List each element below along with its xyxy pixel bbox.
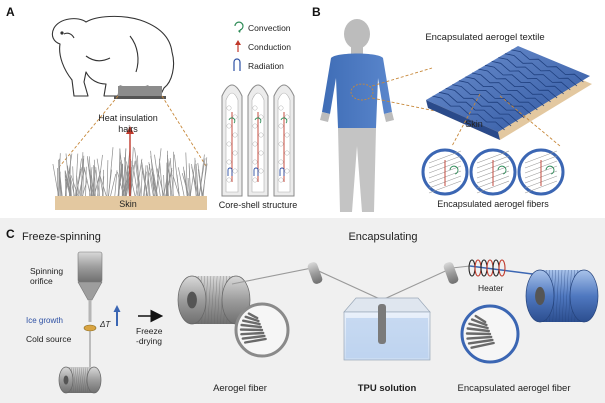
guide-roller-1 [307, 262, 323, 284]
aerogel-textile [426, 46, 592, 140]
conduction-icon-head [235, 40, 241, 45]
hairs-label-line2: hairs [118, 124, 138, 134]
heater-coil [468, 259, 506, 277]
bear-skin-sample [118, 86, 162, 96]
encapsulated-fiber-roll [525, 269, 599, 323]
convection-icon [234, 21, 244, 31]
person-zoom-line-bottom [371, 97, 441, 113]
aerogel-fiber-label: Aerogel fiber [213, 383, 267, 394]
encapsulated-fiber-section [460, 304, 520, 364]
person-zoom-circle [350, 83, 374, 101]
radiation-icon [233, 58, 241, 71]
skin-label-b: Skin [465, 119, 483, 129]
person-illustration [320, 19, 394, 212]
aerogel-fiber-section [234, 302, 290, 358]
bear-ground [114, 96, 166, 99]
tpu-solution-label: TPU solution [358, 383, 417, 394]
guide-roller-2 [443, 262, 459, 284]
encapsulated-fiber-label: Encapsulated aerogel fiber [457, 383, 570, 394]
spinning-orifice-line2: orifice [30, 276, 53, 286]
fiber-cross-sections [421, 148, 565, 196]
heat-insulation-hairs [52, 145, 208, 197]
delta-t-arrow-head [113, 305, 121, 312]
delta-t-label: ΔT [99, 320, 111, 329]
freeze-spinning-title: Freeze-spinning [22, 231, 101, 243]
skin-bar [55, 196, 207, 210]
cold-source-label: Cold source [26, 334, 72, 344]
legend-radiation: Radiation [248, 61, 284, 71]
polar-bear-illustration [51, 15, 175, 97]
panel-b-letter: B [312, 5, 321, 19]
core-shell-fibers [221, 84, 295, 197]
freeze-drying-line1: Freeze [136, 326, 163, 336]
panel-c: C Freeze-spinning Encapsulating Spinning… [0, 218, 605, 403]
skin-label-a: Skin [119, 199, 137, 209]
bear-eye [60, 31, 64, 35]
ice-growth-label: Ice growth [26, 316, 63, 325]
hairs-label-line1: Heat insulation [98, 113, 158, 123]
freeze-drying-line2: -drying [136, 336, 162, 346]
spinning-orifice-line1: Spinning [30, 266, 63, 276]
hairs-heat-arrow-head [126, 126, 134, 134]
textile-label: Encapsulated aerogel textile [425, 32, 544, 43]
panel-b: B Encapsulated aerogel textile Skin Enca… [312, 5, 592, 212]
heat-transfer-legend: Convection Conduction Radiation [233, 21, 291, 71]
spinning-syringe [77, 251, 103, 322]
tpu-bath [343, 297, 431, 361]
textile-zoom-line-right [499, 95, 561, 147]
zoom-line-right [161, 95, 207, 167]
legend-conduction: Conduction [248, 42, 291, 52]
panel-a-letter: A [6, 5, 15, 19]
convection-icon-head [238, 29, 241, 33]
cold-source-ring [83, 324, 97, 332]
person-zoom-line-top [371, 67, 433, 87]
zoom-line-left [59, 95, 119, 167]
encapsulating-title: Encapsulating [348, 231, 417, 243]
panel-c-letter: C [6, 227, 15, 241]
collection-roll [58, 366, 102, 394]
fibers-label: Encapsulated aerogel fibers [437, 199, 549, 209]
legend-convection: Convection [248, 23, 291, 33]
heater-label: Heater [478, 283, 504, 293]
core-shell-label: Core-shell structure [219, 200, 298, 210]
panel-a: A Heat insulation hairs Skin Convectio [6, 5, 297, 210]
